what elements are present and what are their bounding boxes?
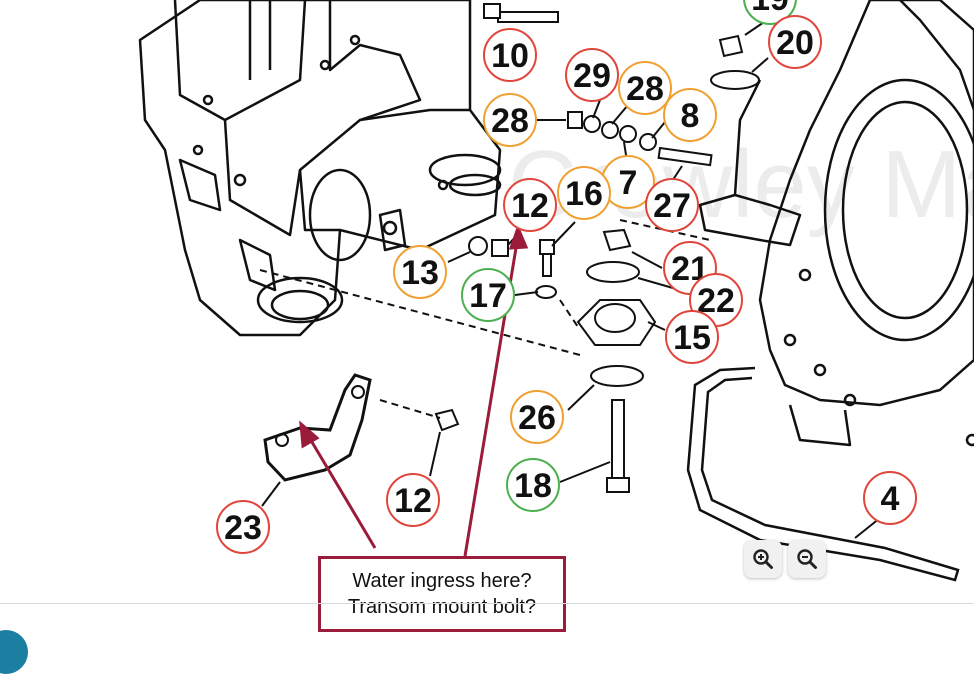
callout-label: 15 — [673, 319, 711, 357]
page-divider — [0, 603, 974, 604]
callout-label: 12 — [511, 187, 549, 225]
callout-c26: 26 — [510, 390, 564, 444]
callout-label: 4 — [881, 480, 900, 518]
callout-label: 28 — [491, 102, 529, 140]
callout-c17: 17 — [461, 268, 515, 322]
callout-ring — [461, 268, 515, 322]
callout-label: 17 — [469, 277, 507, 315]
callout-ring — [483, 93, 537, 147]
callout-ring — [510, 390, 564, 444]
callout-ring — [506, 458, 560, 512]
leader-lines — [261, 17, 886, 539]
callout-c15: 15 — [665, 310, 719, 364]
callout-c12b: 12 — [386, 473, 440, 527]
zoom-controls — [744, 540, 830, 580]
callout-label: 23 — [224, 509, 262, 547]
callout-label: 26 — [518, 399, 556, 437]
annotation-line-2: Transom mount bolt? — [347, 596, 537, 618]
callout-c8: 8 — [663, 88, 717, 142]
callout-label: 16 — [565, 175, 603, 213]
callout-ring — [863, 471, 917, 525]
callout-ring — [386, 473, 440, 527]
callout-label: 27 — [653, 187, 691, 225]
callout-c13: 13 — [393, 245, 447, 299]
callout-label: 19 — [751, 0, 789, 18]
callout-ring — [557, 166, 611, 220]
assembly-lines — [259, 219, 711, 419]
callout-c28a: 28 — [483, 93, 537, 147]
zoom-in-icon — [753, 549, 773, 569]
callout-c7: 7 — [601, 155, 655, 209]
callout-ring — [503, 178, 557, 232]
callout-c28b: 28 — [618, 61, 672, 115]
callout-c4: 4 — [863, 471, 917, 525]
callout-c20: 20 — [768, 15, 822, 69]
callout-ring — [483, 28, 537, 82]
callout-label: 8 — [681, 97, 700, 135]
callout-label: 7 — [619, 164, 638, 202]
callout-label: 29 — [573, 57, 611, 95]
zoom-out-button[interactable] — [788, 540, 826, 578]
annotation-box: Water ingress here? Transom mount bolt? — [318, 556, 566, 632]
callout-ring — [665, 310, 719, 364]
engine-block-drawing — [138, 0, 502, 337]
callout-ring — [663, 88, 717, 142]
callout-label: 10 — [491, 37, 529, 75]
annotation-line-1: Water ingress here? — [352, 570, 532, 592]
callout-label: 18 — [514, 467, 552, 505]
callout-c10: 10 — [483, 28, 537, 82]
callout-ring — [618, 61, 672, 115]
zoom-in-button[interactable] — [744, 540, 782, 578]
callout-c18: 18 — [506, 458, 560, 512]
hardware-parts — [434, 3, 760, 493]
hose-part-4 — [686, 366, 960, 582]
callout-ring — [645, 178, 699, 232]
callout-label: 13 — [401, 254, 439, 292]
callout-c23: 23 — [216, 500, 270, 554]
callout-ring — [768, 15, 822, 69]
callout-c16: 16 — [557, 166, 611, 220]
callout-c12a: 12 — [503, 178, 557, 232]
callout-ring — [565, 48, 619, 102]
parts-diagram: 191020292828872712161317212215261812234 — [138, 0, 974, 582]
callout-ring — [216, 500, 270, 554]
callout-label: 28 — [626, 70, 664, 108]
callout-label: 20 — [776, 24, 814, 62]
bell-housing-drawing — [698, 0, 974, 447]
bracket-part-23 — [263, 373, 372, 482]
callout-c29: 29 — [565, 48, 619, 102]
callout-label: 12 — [394, 482, 432, 520]
callout-ring — [393, 245, 447, 299]
zoom-out-icon — [797, 549, 817, 569]
callout-c27: 27 — [645, 178, 699, 232]
